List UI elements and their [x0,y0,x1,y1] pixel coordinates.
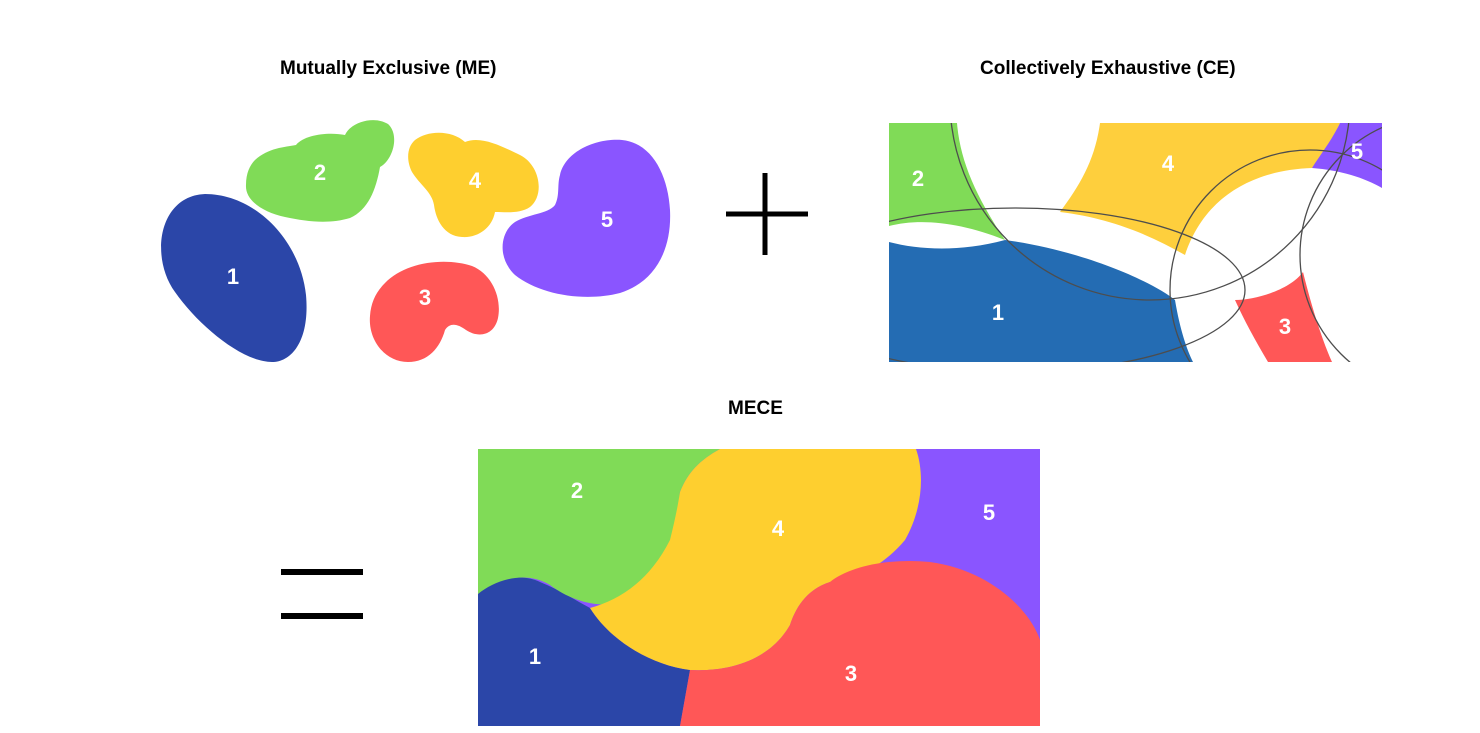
equals-bottom-bar [281,613,363,619]
mece-region-4 [590,449,921,671]
plus-icon [726,173,808,255]
me-blob-4: 4 [408,132,539,238]
equals-top-bar [281,569,363,575]
mece-region-2-label: 2 [571,478,583,503]
mece-title: MECE [728,398,783,419]
me-group: 1 2 3 4 5 [161,120,671,362]
ce-group: 1 2 3 4 5 [889,123,1382,362]
ce-outline-circles [889,123,1382,362]
mece-region-1-label: 1 [529,644,541,669]
mece-group: 1 2 3 4 5 [478,449,1040,726]
ce-circle-right [1169,149,1382,362]
equals-icon [281,569,363,619]
mece-region-3 [680,560,1040,726]
me-blob-3: 3 [369,261,499,362]
ce-circle-large [950,123,1350,301]
ce-ellipse-lower [889,207,1246,362]
me-blob-1-label: 1 [227,264,239,289]
ce-title: Collectively Exhaustive (CE) [980,58,1236,79]
ce-region-3 [1235,272,1332,362]
mece-region-1 [478,577,690,726]
ce-region-5-label: 5 [1351,139,1363,164]
ce-region-4-label: 4 [1162,151,1175,176]
me-title: Mutually Exclusive (ME) [280,58,497,79]
ce-region-2-label: 2 [912,166,924,191]
me-blob-2-label: 2 [314,160,326,185]
me-blob-3-label: 3 [419,285,431,310]
me-blob-5-shape [502,139,671,297]
ce-region-3-label: 3 [1279,314,1291,339]
ce-circle-far-right [1299,126,1382,362]
me-blob-4-shape [408,132,539,238]
mece-region-4-label: 4 [772,516,785,541]
me-blob-1-shape [161,194,307,362]
me-blob-2: 2 [245,120,395,222]
me-blob-1: 1 [161,194,307,362]
ce-region-2 [889,123,1005,240]
ce-region-1-label: 1 [992,300,1004,325]
mece-region-3-label: 3 [845,661,857,686]
ce-region-1 [889,240,1193,362]
mece-region-5-label: 5 [983,500,995,525]
me-blob-2-shape [245,120,395,222]
me-blob-3-shape [369,261,499,362]
me-blob-5-label: 5 [601,207,613,232]
me-blob-4-label: 4 [469,168,482,193]
me-blob-5: 5 [502,139,671,297]
